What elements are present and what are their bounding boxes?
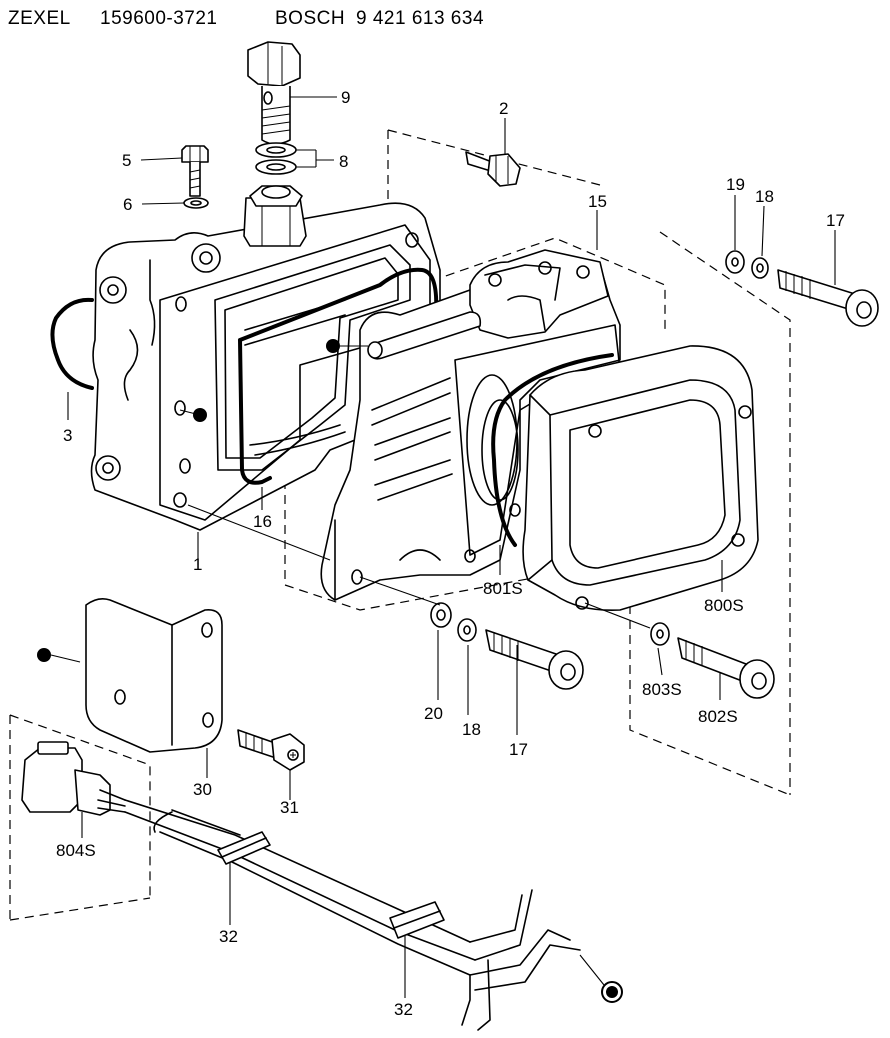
wire-harness	[124, 799, 581, 1031]
screw-set-upper	[725, 250, 879, 327]
screw-set-cap	[650, 622, 775, 699]
label-part-803s: 803S	[642, 680, 682, 699]
part-labels: 9 8 5 6 2 15 19 18 17 3 16 1 801S 800S 2…	[56, 88, 845, 1019]
label-part-804s: 804S	[56, 841, 96, 860]
gasket	[238, 267, 439, 485]
label-part-18-upper: 18	[755, 187, 774, 206]
header-maker: ZEXEL	[8, 8, 71, 29]
label-part-30: 30	[193, 780, 212, 799]
o-ring-loop	[50, 297, 94, 390]
header-brand-number: 9 421 613 634	[356, 8, 484, 29]
governor-housing	[90, 185, 441, 531]
sealing-washers	[255, 142, 297, 175]
cover-o-ring	[491, 353, 614, 547]
label-part-9: 9	[341, 88, 350, 107]
hex-bolt-top	[465, 151, 521, 187]
label-part-16: 16	[253, 512, 272, 531]
label-part-17-upper: 17	[826, 211, 845, 230]
header-brand: BOSCH	[275, 8, 345, 29]
mounting-bracket	[85, 598, 223, 753]
label-part-800s: 800S	[704, 596, 744, 615]
reference-dot	[37, 648, 51, 662]
label-part-6: 6	[123, 195, 132, 214]
label-part-18-lower: 18	[462, 720, 481, 739]
label-part-20: 20	[424, 704, 443, 723]
label-part-32-right: 32	[394, 1000, 413, 1019]
label-part-5: 5	[122, 151, 131, 170]
label-part-31: 31	[280, 798, 299, 817]
header: ZEXEL 159600-3721 BOSCH 9 421 613 634	[8, 8, 484, 29]
banjo-bolt	[247, 41, 301, 145]
label-part-19: 19	[726, 175, 745, 194]
label-part-32-left: 32	[219, 927, 238, 946]
bracket-bolt	[237, 729, 305, 771]
label-part-8: 8	[339, 152, 348, 171]
header-part-number: 159600-3721	[100, 8, 218, 29]
label-part-2: 2	[499, 99, 508, 118]
reference-dot	[326, 339, 340, 353]
screw-set-lower	[430, 602, 584, 690]
label-part-15: 15	[588, 192, 607, 211]
leader-lines	[67, 96, 836, 998]
label-part-3: 3	[63, 426, 72, 445]
label-part-802s: 802S	[698, 707, 738, 726]
end-cap	[522, 345, 759, 612]
label-part-1: 1	[193, 555, 202, 574]
label-part-801s: 801S	[483, 579, 523, 598]
reference-dots	[37, 339, 623, 1003]
wire-connector	[21, 741, 126, 816]
label-part-17-lower: 17	[509, 740, 528, 759]
vent-screw	[181, 145, 209, 209]
